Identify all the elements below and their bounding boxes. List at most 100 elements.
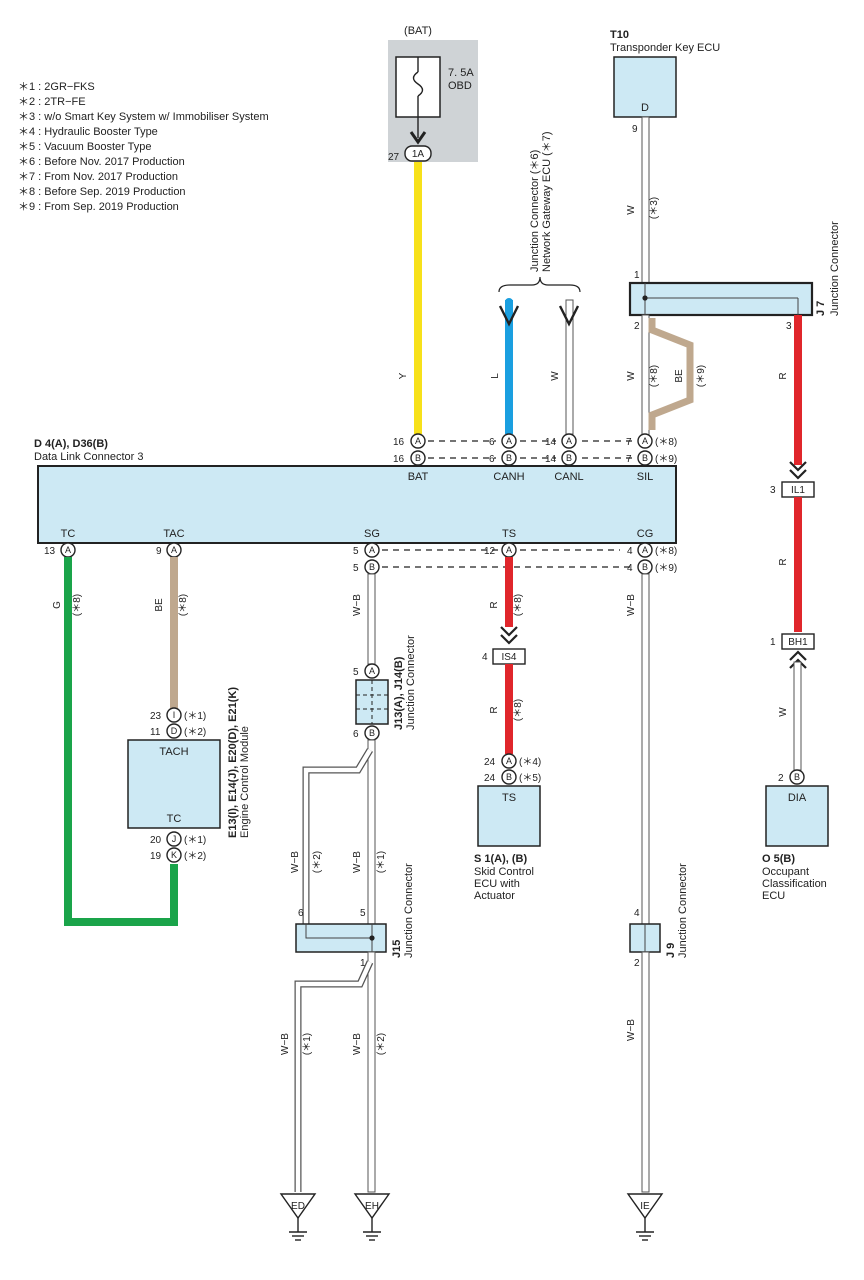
ground-eh-label: EH [365,1201,379,1212]
note-1: ＊1 : 2GR−FKS [18,81,95,93]
j7-pin2: 2 [634,321,640,332]
wire-canh-color: L [490,373,501,379]
sil-cond-a: (＊8) [655,437,677,448]
ecm-ids: E13(I), E14(J), E20(D), E21(K) [227,687,239,838]
ecm-cond-2: (＊2) [184,727,206,738]
canl-cav-b: B [566,453,572,463]
wire-tac-cond: (＊8) [178,594,189,616]
t10-wire: W [626,205,637,215]
il1-pin: 3 [770,485,776,496]
junction-connector-j15: 6 5 1 J15 Junction Connector [295,863,415,969]
j15-name: Junction Connector [403,863,415,958]
wire-ts-lower-color: R [489,706,500,713]
ecm-cond-4: (＊2) [184,851,206,862]
ts-pin: 12 [484,546,496,557]
wire-j15-right [367,739,376,925]
occ-pin: 2 [778,773,784,784]
occ-name3: ECU [762,890,785,902]
cg-pin-b: 4 [627,563,633,574]
j13-id: J13(A), J14(B) [393,656,405,730]
j9-name: Junction Connector [677,863,689,958]
j13-pin-a: 5 [353,667,359,678]
sil-cav-b: B [642,453,648,463]
canl-pin-b: 14 [545,454,557,465]
wire-eh-cond: (＊2) [376,1033,387,1055]
j13-cav-b: B [369,728,375,738]
data-link-connector-3: D 4(A), D36(B) Data Link Connector 3 BAT… [34,438,677,544]
cg-pin-a: 4 [627,546,633,557]
wire-sg [367,573,376,665]
wire-sil-be [648,318,694,430]
wire-tac-color: BE [154,598,165,612]
t10-name: Transponder Key ECU [610,42,720,54]
wire-be-color: BE [674,369,685,383]
canh-cav-b: B [506,453,512,463]
wire-ed [295,961,373,1192]
sil-pin-b: 7 [626,454,632,465]
occ-id: O 5(B) [762,853,795,865]
wire-tc [64,557,178,926]
fuse-icon [412,71,424,97]
note-7: ＊7 : From Nov. 2017 Production [18,171,178,183]
j7-pin1: 1 [634,270,640,281]
ecm-pin-20: 20 [150,835,162,846]
wire-canh [505,300,513,434]
is4-id: IS4 [501,652,516,663]
skid-cav-a: A [506,756,512,766]
sg-pin-b: 5 [353,563,359,574]
wire-dia-w-color: W [778,707,789,717]
j9-pin-4: 4 [634,908,640,919]
dlc-label-tc: TC [61,528,76,540]
j9-pin-2: 2 [634,958,640,969]
canh-pin-a: 6 [489,437,495,448]
sg-cav-a: A [369,545,375,555]
t10-cond: (＊3) [649,197,660,219]
t10-box: D [641,102,649,114]
ecm-cav-d: D [171,726,178,736]
skid-name2: ECU with [474,878,520,890]
sg-pin-a: 5 [353,546,359,557]
wire-sil-color: W [626,371,637,381]
dlc-label-canh: CANH [493,471,524,483]
wire-sil [641,314,650,436]
ts-cav: A [506,545,512,555]
dlc-label-sil: SIL [637,471,654,483]
gateway-line1: Junction Connector (＊6) [529,150,541,272]
wire-j15-left-cond: (＊2) [312,851,323,873]
ecm-tach: TACH [159,746,188,758]
wire-ts-cond: (＊8) [513,594,524,616]
fuse-source: (BAT) [404,25,432,37]
wire-canl-color: W [550,371,561,381]
engine-control-module: 23 I (＊1) 11 D (＊2) TACH TC 20 J (＊1) 19… [127,687,251,863]
ecm-cav-i: I [173,710,176,720]
is4-pin: 4 [482,652,488,663]
bat-cav-a: A [415,436,421,446]
j13-pin-b: 6 [353,729,359,740]
wire-il1-red-color: R [778,558,789,565]
ecm-pin-11: 11 [150,727,161,738]
sil-pin-a: 7 [626,437,632,448]
ecm-cond-3: (＊1) [184,835,206,846]
wire-tc-color: G [52,601,63,609]
ecm-cav-k: K [171,850,177,860]
wire-sg-color: W−B [352,594,363,616]
note-8: ＊8 : Before Sep. 2019 Production [18,186,186,198]
canh-pin-b: 6 [489,454,495,465]
occupant-classification-ecu: 2 B DIA O 5(B) Occupant Classification E… [762,769,829,902]
dlc-label-cg: CG [637,528,654,540]
skid-cond-a: (＊4) [519,757,541,768]
skid-box: TS [502,792,516,804]
wire-ts-lower-cond: (＊8) [513,699,524,721]
wire-dia-w [793,661,802,771]
ground-ie: IE [626,1193,664,1241]
occ-cav: B [794,772,800,782]
dlc-label-sg: SG [364,528,380,540]
wire-eh [367,951,376,1193]
ecm-cond-1: (＊1) [184,711,206,722]
cg-cond-b: (＊9) [655,563,677,574]
sg-cav-b: B [369,562,375,572]
t10-id: T10 [610,29,629,41]
wire-j15-left [303,748,372,924]
note-9: ＊9 : From Sep. 2019 Production [18,201,179,213]
j15-pin-5: 5 [360,908,366,919]
